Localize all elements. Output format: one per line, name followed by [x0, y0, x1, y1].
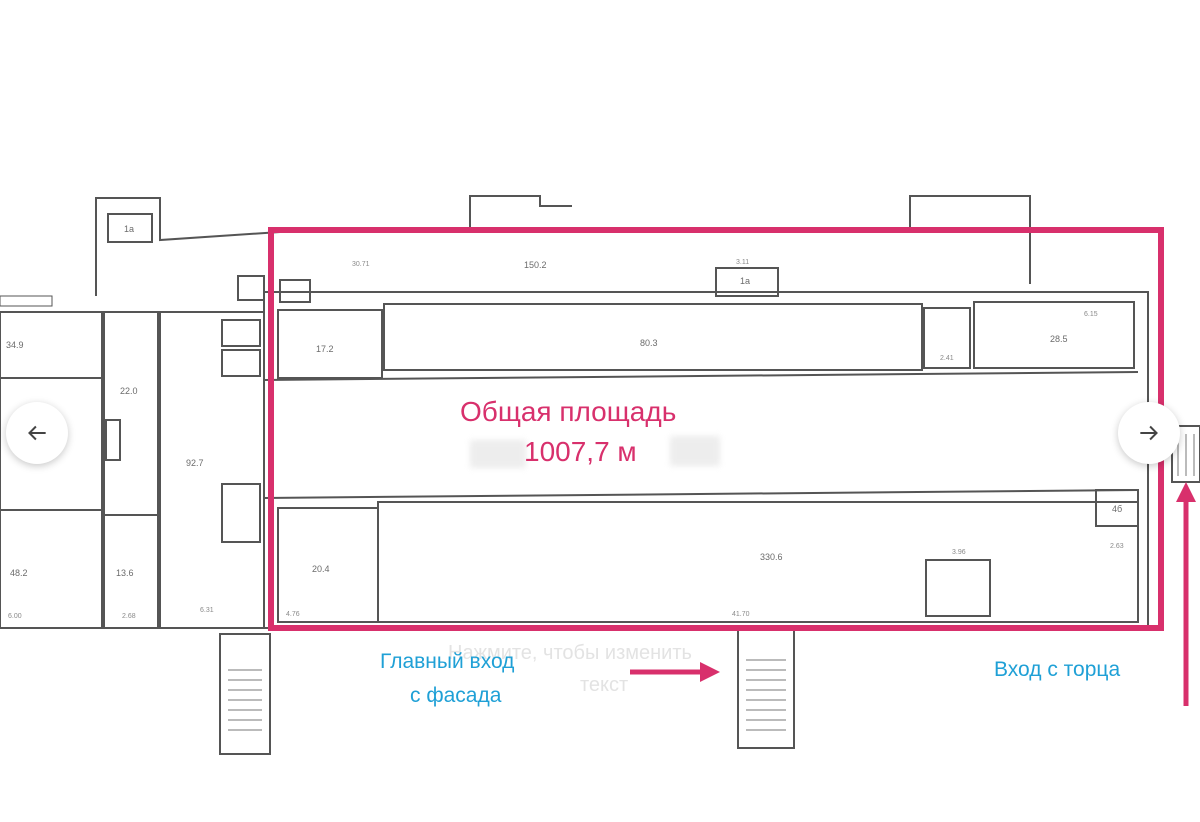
wall-room-1a: [107, 213, 153, 243]
wall-niche-1a: [715, 267, 779, 297]
dim-label: 6.31: [200, 607, 214, 614]
room-label: 330.6: [760, 552, 783, 562]
arrow-right-icon: [1140, 425, 1158, 441]
wall-top-row: [383, 303, 923, 371]
wall-bay-right: [909, 195, 1031, 284]
area-value: 1007,7 м: [524, 436, 637, 467]
next-button[interactable]: [1118, 402, 1180, 464]
wall-bay-top: [469, 195, 572, 232]
main-entrance-label: Главный вход: [380, 650, 515, 673]
dim-label: 4.76: [286, 611, 300, 618]
main-entrance-label: с фасада: [410, 684, 502, 707]
room-label: 13.6: [116, 568, 134, 578]
dim-label: 2.41: [940, 355, 954, 362]
room-label: 4б: [1112, 504, 1122, 514]
dim-label: 2.68: [122, 613, 136, 620]
room-label: 17.2: [316, 344, 334, 354]
prev-button[interactable]: [6, 402, 68, 464]
room-label: 1а: [124, 224, 134, 234]
room-label: 22.0: [120, 386, 138, 396]
wall-top-annex: [95, 197, 281, 296]
wall-wc: [221, 349, 261, 377]
area-title: Общая площадь: [460, 396, 677, 427]
placeholder-text: Нажмите, чтобы изменить: [448, 642, 692, 664]
end-entrance-label: Вход с торца: [994, 658, 1121, 681]
wall-top-right-room: [973, 301, 1135, 369]
wall-top-mid-room: [923, 307, 971, 369]
wall-stair-left: [0, 295, 53, 307]
wall-corridor-bottom: [263, 489, 1139, 499]
end-entrance-arrowhead: [1176, 482, 1196, 502]
wall-corridor-top: [263, 371, 1139, 381]
room-label: 34.9: [6, 340, 24, 350]
blurred-mark: [470, 440, 526, 468]
wall-bottom-small-room: [925, 559, 991, 617]
dim-label: 3.11: [736, 259, 749, 266]
wall-left-block: [0, 311, 103, 629]
dim-label: 6.00: [8, 613, 22, 620]
wall-small-room: [237, 275, 265, 301]
main-entrance-arrowhead: [700, 662, 720, 682]
room-label: 150.2: [524, 260, 547, 270]
blurred-mark: [670, 436, 720, 466]
wall-column: [105, 419, 121, 461]
dim-label: 2.63: [1110, 543, 1124, 550]
arrow-left-icon: [28, 425, 46, 441]
dim-label: 6.15: [1084, 311, 1098, 318]
dim-label: 3.96: [952, 549, 966, 556]
wall-room-corridor: [103, 311, 159, 629]
wall-corner-room: [1095, 489, 1139, 527]
dim-label: 30.71: [352, 261, 370, 268]
room-label: 28.5: [1050, 334, 1068, 344]
room-label: 48.2: [10, 568, 28, 578]
wall-top-left-room: [277, 309, 383, 379]
room-label: 20.4: [312, 564, 330, 574]
dim-label: 41.70: [732, 611, 750, 618]
wall-room-hall: [159, 311, 265, 629]
room-label: 1а: [740, 276, 750, 286]
room-label: 80.3: [640, 338, 658, 348]
wall-wc: [221, 319, 261, 347]
wall-room-small: [221, 483, 261, 543]
placeholder-text: текст: [580, 674, 629, 696]
stairs-left: [219, 633, 271, 755]
room-label: 92.7: [186, 458, 204, 468]
wall-bottom-big-room: [377, 501, 1139, 623]
